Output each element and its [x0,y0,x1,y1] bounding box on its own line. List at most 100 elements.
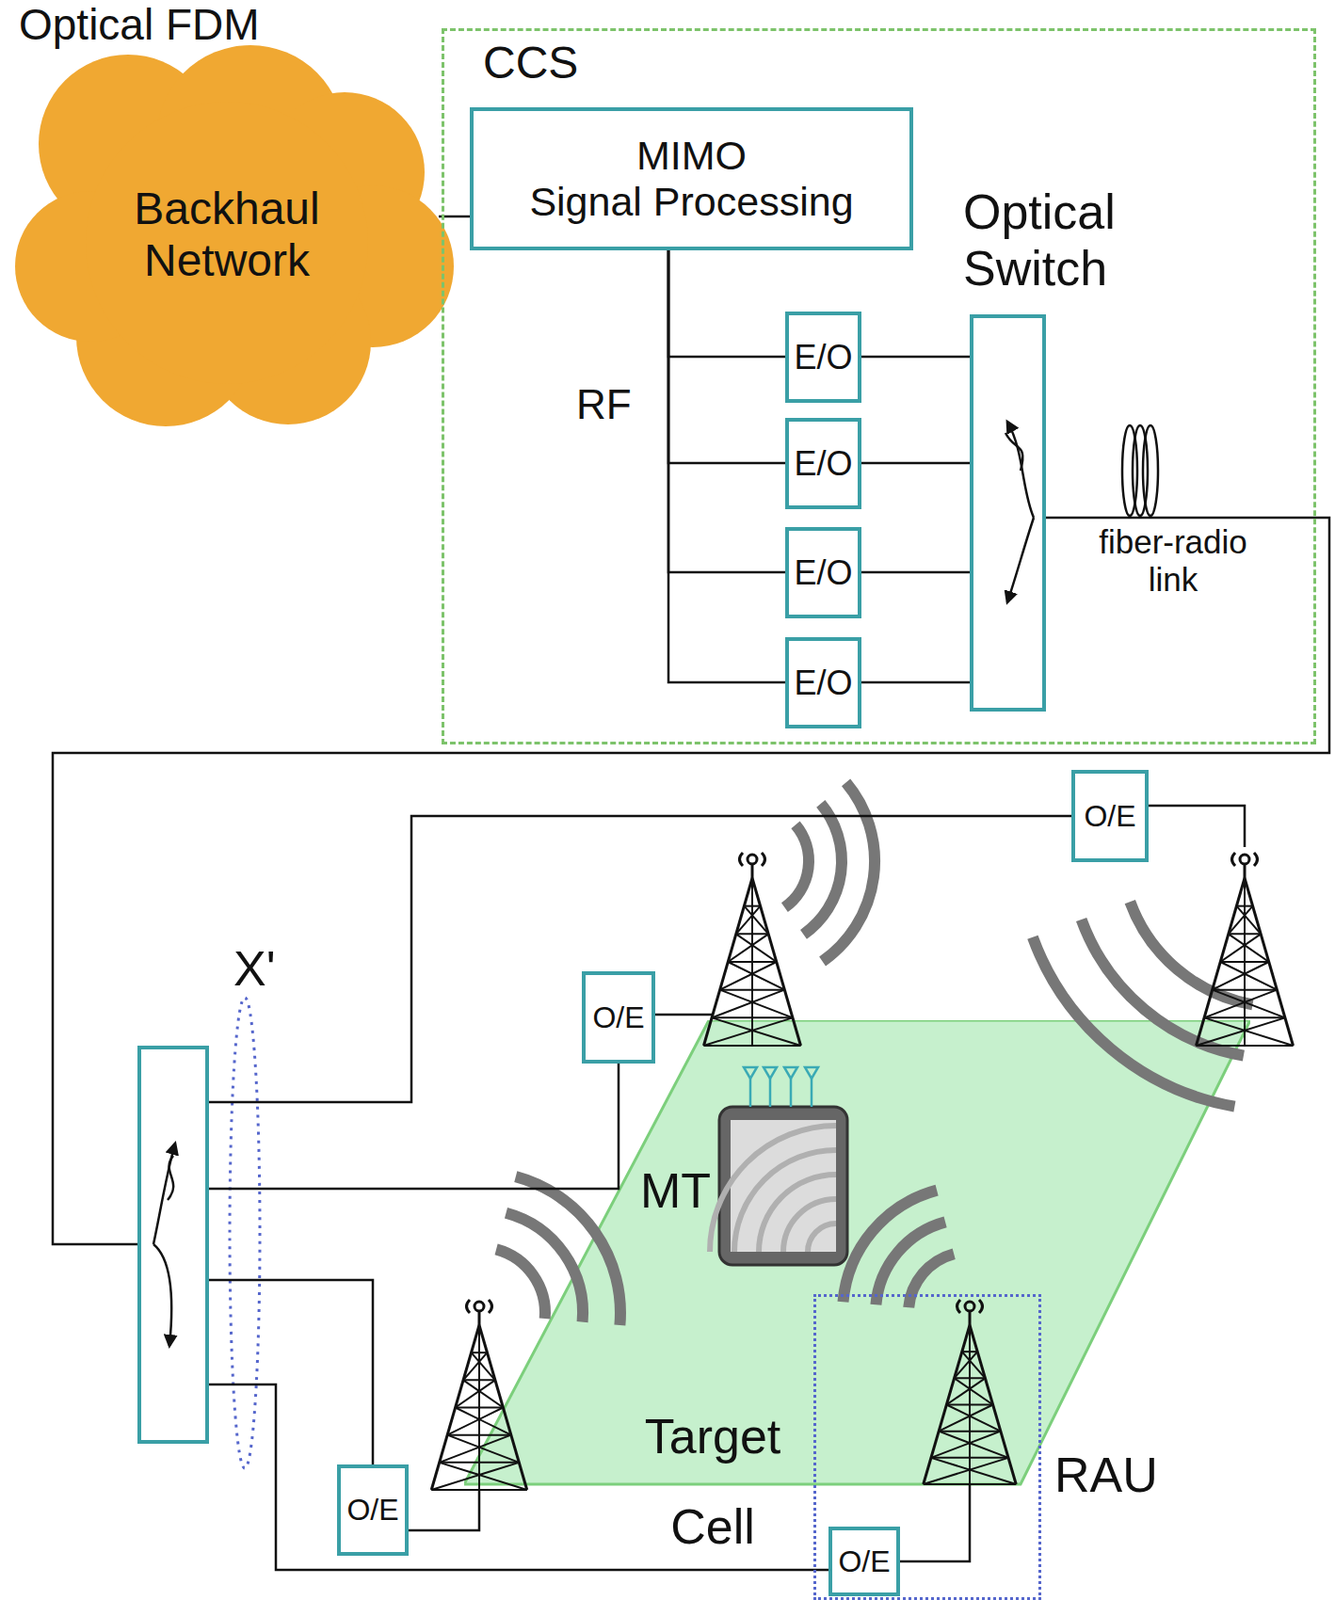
process-box: MIMOSignal Processing [469,107,914,251]
wire [655,1013,713,1017]
converter-box: O/E [581,971,656,1064]
tower-brace [455,1408,512,1436]
node-text: E/O [793,444,853,483]
fiber-link [668,250,786,357]
tower-brace [1220,962,1277,991]
tower-brace [954,1351,979,1379]
antenna-tip [474,1302,484,1312]
tower-brace [1196,1017,1286,1046]
node-text: E/O [793,663,853,703]
radio-wave [804,804,843,935]
converter-box: E/O [785,418,862,510]
tower-brace [923,1458,1009,1485]
node-text: X' [233,941,276,998]
node-text: MIMO [636,132,747,179]
antenna-mast [749,1078,753,1108]
text-holder: E/O [788,530,858,615]
text-holder: O/E [585,975,652,1061]
node-text: E/O [793,337,853,377]
edge-label: fiber-radio link [1074,523,1272,600]
tower-brace [1212,962,1270,991]
tower-brace [938,1431,1009,1459]
tower-brace [1204,1016,1286,1019]
switch-arrows [153,1143,176,1347]
antenna-tip [965,1302,975,1312]
text-holder: Backhaul Network [15,40,439,429]
tower-brace [1212,989,1278,992]
tower-brace [1204,990,1277,1019]
tablet-body [719,1107,848,1266]
cell-parallelogram [464,1020,1251,1485]
mast [751,864,755,879]
switch-arrows [1005,421,1034,603]
converter-box: O/E [828,1527,901,1597]
tablet [709,1067,848,1266]
page-title: Optical FDM [18,0,260,50]
text-holder: O/E [832,1530,897,1593]
fiber-link [668,250,786,573]
screen-arc [758,1174,837,1253]
tower-brace [439,1435,512,1464]
fiber-link [52,517,1330,1245]
node-text: CCS [482,36,579,89]
fiber-link [209,816,1072,1103]
switch-arrow [1007,517,1034,603]
wire [408,1490,480,1531]
text-holder: E/O [788,315,858,400]
tower-brace [736,932,769,935]
converter-box: E/O [785,637,862,729]
switch-arrow [153,1143,176,1245]
tower-brace [455,1380,496,1408]
fiber-link [861,571,970,575]
fiber-link [861,681,970,685]
tower-brace [704,1045,802,1047]
antenna-head [763,1067,777,1079]
fiber-link [861,462,970,466]
radio-wave [515,1176,621,1326]
antennas [743,1067,819,1108]
tower-brace [743,905,760,908]
tower-brace [711,990,785,1019]
fiber-link [668,250,786,464]
radio-wave [784,824,809,908]
part-label: RF [576,381,632,430]
node-text: O/E [346,1493,399,1529]
tower-brace [455,1407,504,1410]
node-text: RAU [1054,1447,1159,1505]
antenna-mast [769,1078,773,1108]
cloud-network: Backhaul Network [15,40,439,429]
radio-wave [875,1222,946,1305]
tower-brace [946,1405,1000,1432]
fiber-link [861,355,970,359]
cloud-shape [15,40,439,429]
node-text: Backhaul Network [99,182,354,287]
antenna-arc [761,852,766,867]
node-text: Optical Switch [963,184,1161,298]
radio-wave [908,1254,954,1308]
tower-brace [439,1463,528,1491]
tower-brace [1228,933,1270,963]
radio-tower [923,1300,1017,1485]
port-group-ellipse [229,997,260,1469]
tower-brace [931,1458,1016,1485]
radio-tower [431,1300,528,1491]
antenna-arc [739,852,744,867]
tower-brace [471,1351,488,1354]
tower-brace [720,990,793,1019]
tower-brace [1228,932,1261,935]
screen-arc [807,1223,837,1253]
tower-brace [439,1462,520,1464]
text-holder: O/E [340,1468,405,1553]
fiber-link [209,1063,619,1190]
radio-wave [506,1213,584,1323]
tower-brace [447,1408,503,1436]
cloud-lobe [85,101,369,385]
radio-tower [1196,852,1294,1046]
antenna-arc [488,1300,493,1314]
remote-antenna-unit: RAUO/E [813,1294,1042,1600]
tower-brace [1228,906,1254,935]
screen-arc [734,1150,837,1253]
optical-switch: X' [137,1045,210,1445]
fiber-link [209,1384,829,1571]
radio-tower [704,852,802,1046]
